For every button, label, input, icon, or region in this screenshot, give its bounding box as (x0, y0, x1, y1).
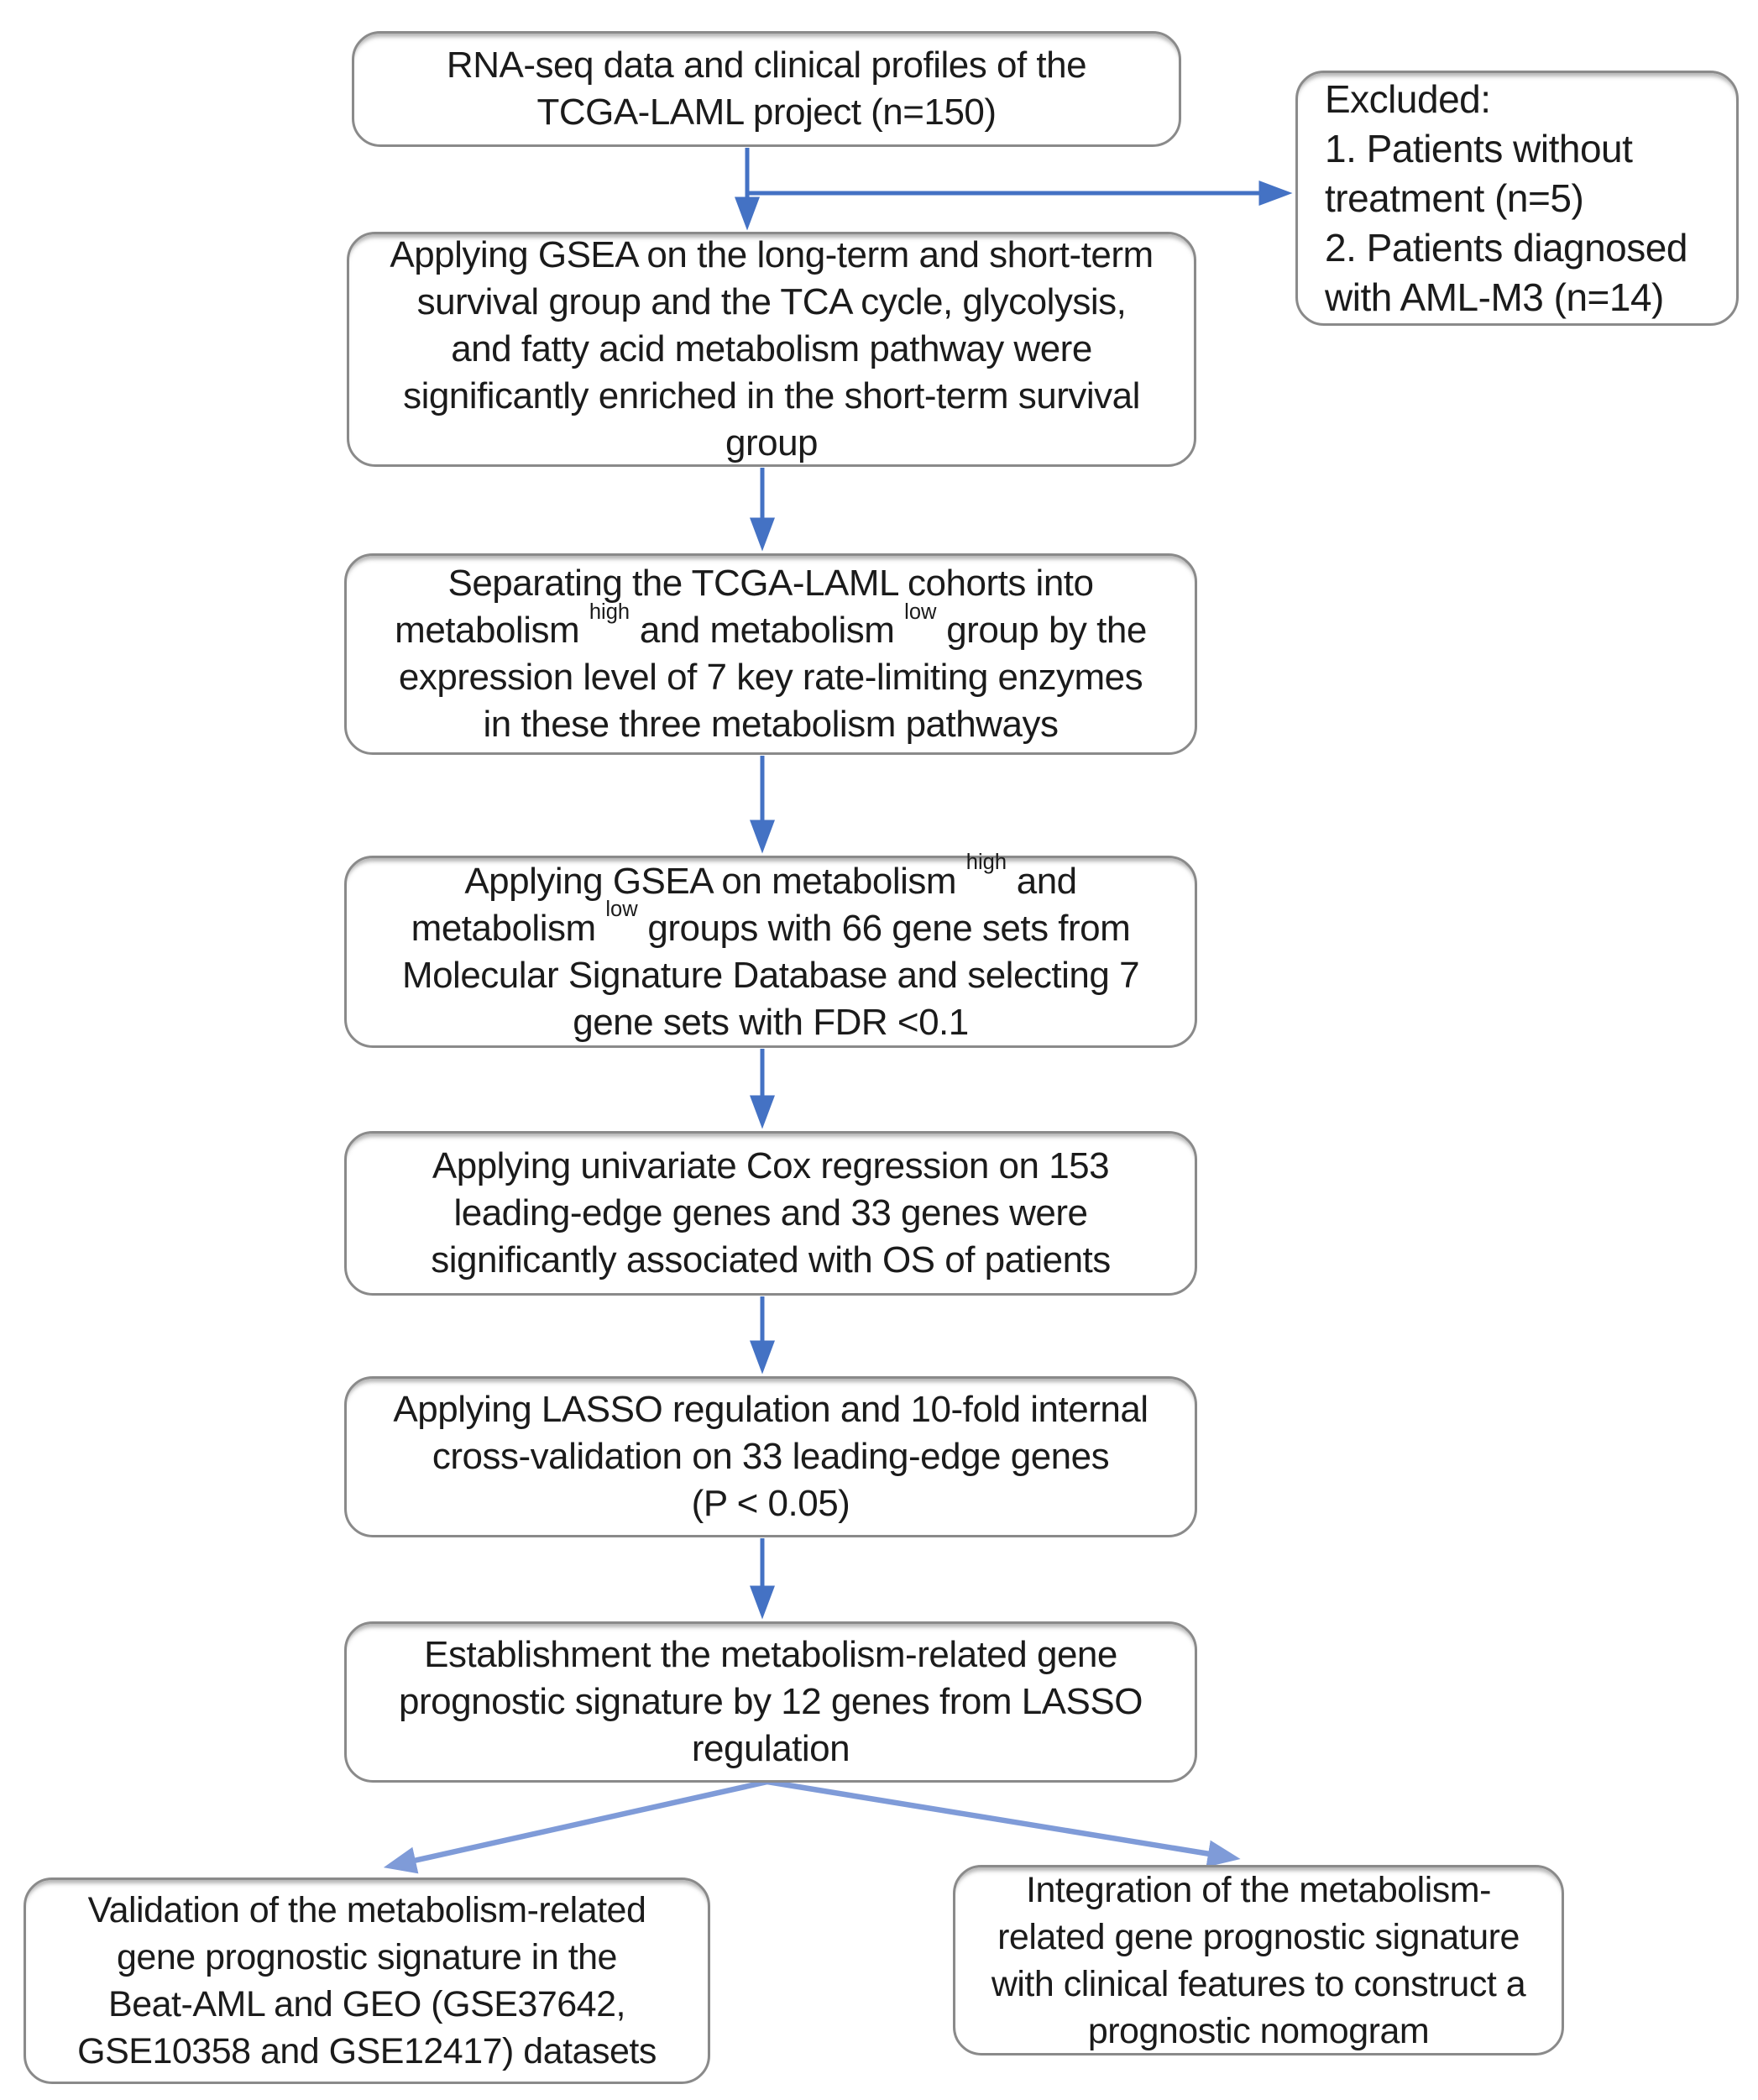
box-gsea-metabolism-groups: Applying GSEA on metabolism high and met… (344, 851, 1197, 1048)
box-text-line: 2. Patients diagnosed (1325, 225, 1687, 270)
box-text-line: Excluded: (1325, 76, 1491, 121)
box-text-line: gene prognostic signature in the (117, 1937, 617, 1977)
superscript-high: high (965, 851, 1007, 875)
box-text-line: Applying univariate Cox regression on 15… (432, 1145, 1110, 1186)
superscript-high: high (589, 600, 630, 624)
text-segment: and (1007, 860, 1077, 902)
box-validation-datasets: Validation of the metabolism-related gen… (24, 1877, 710, 2084)
text-segment: metabolism (411, 907, 606, 949)
box-text-line: Molecular Signature Database and selecti… (401, 954, 1140, 996)
flow-arrow-fork-right (767, 1778, 1241, 1867)
superscript-low: low (904, 600, 937, 624)
box-text-line: Validation of the metabolism-related (87, 1890, 646, 1930)
box-separating-cohorts: Separating the TCGA-LAML cohorts into me… (344, 553, 1197, 755)
box-gsea-survival-groups: Applying GSEA on the long-term and short… (347, 232, 1196, 467)
box-text-line: regulation (691, 1728, 850, 1769)
box-excluded: Excluded: 1. Patients without treatment … (1295, 71, 1739, 326)
text-segment: group by the (936, 610, 1147, 651)
box-lasso-regulation: Applying LASSO regulation and 10-fold in… (344, 1376, 1197, 1537)
box-text-line: RNA-seq data and clinical profiles of th… (446, 45, 1087, 86)
box-text-line: gene sets with FDR <0.1 (573, 1001, 969, 1043)
box-text-line: with AML-M3 (n=14) (1325, 275, 1664, 319)
box-text-line: Applying GSEA on metabolism high and (464, 851, 1077, 905)
box-text-line: Integration of the metabolism- (1026, 1869, 1491, 1910)
text-segment: metabolism (395, 610, 589, 651)
text-segment: groups with 66 gene sets from (637, 907, 1131, 949)
box-text-line: cross-validation on 33 leading-edge gene… (432, 1436, 1110, 1477)
box-text-line: in these three metabolism pathways (483, 704, 1059, 745)
box-text-line: significantly associated with OS of pati… (431, 1239, 1111, 1280)
box-univariate-cox: Applying univariate Cox regression on 15… (344, 1131, 1197, 1296)
box-text-line: Applying GSEA on the long-term and short… (390, 234, 1154, 275)
box-text-line: treatment (n=5) (1325, 175, 1584, 220)
text-segment: and metabolism (630, 610, 905, 651)
box-text-line: significantly enriched in the short-term… (403, 375, 1140, 416)
box-text-line: and fatty acid metabolism pathway were (451, 328, 1092, 369)
box-text-line: survival group and the TCA cycle, glycol… (416, 281, 1127, 322)
box-text-line: Applying LASSO regulation and 10-fold in… (393, 1389, 1148, 1430)
box-text-line: prognostic signature by 12 genes from LA… (399, 1681, 1143, 1722)
box-text-line: leading-edge genes and 33 genes were (453, 1192, 1088, 1233)
box-rnaseq-tcga: RNA-seq data and clinical profiles of th… (352, 31, 1181, 147)
box-text-line: related gene prognostic signature (997, 1916, 1520, 1957)
box-text-line: Beat-AML and GEO (GSE37642, (108, 1984, 625, 2024)
box-text-line: TCGA-LAML project (n=150) (536, 92, 997, 133)
box-text-line: metabolism high and metabolism low group… (395, 601, 1147, 654)
box-text-line: with clinical features to construct a (991, 1963, 1526, 2004)
box-text-line: Establishment the metabolism-related gen… (424, 1634, 1117, 1675)
box-text-line: expression level of 7 key rate-limiting … (398, 657, 1143, 698)
box-establish-signature: Establishment the metabolism-related gen… (344, 1621, 1197, 1783)
text-segment: Applying GSEA on metabolism (464, 860, 966, 902)
box-text-line: metabolism low groups with 66 gene sets … (411, 898, 1131, 952)
box-integration-nomogram: Integration of the metabolism- related g… (953, 1865, 1564, 2055)
flow-arrow-fork-left (383, 1778, 768, 1874)
box-text-line: prognostic nomogram (1087, 2010, 1430, 2051)
box-text-line: group (725, 422, 819, 463)
box-text-line: 1. Patients without (1325, 126, 1633, 170)
box-text-line: Separating the TCGA-LAML cohorts into (447, 563, 1094, 604)
superscript-low: low (605, 898, 638, 922)
box-text-line: GSE10358 and GSE12417) datasets (77, 2031, 657, 2071)
box-text-line: (P < 0.05) (691, 1483, 850, 1524)
